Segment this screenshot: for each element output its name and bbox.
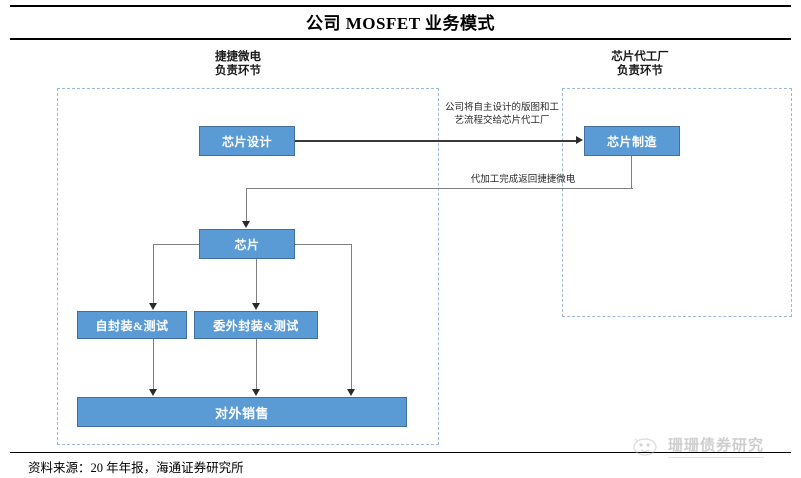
node-outsourced-package-test[interactable]: 委外封装&测试 [194,311,318,339]
arrowhead-chip-to-sales [347,389,355,396]
node-self-package-test[interactable]: 自封装&测试 [77,311,187,339]
column-caption-right-line2: 负责环节 [617,65,663,77]
connector-design-to-manufacture [295,140,577,142]
header-rule-top [10,5,791,7]
edge-label-design-to-manufacture: 公司将自主设计的版图和工艺流程交给芯片代工厂 [444,103,559,126]
arrowhead-chip-to-self [149,303,157,310]
node-external-sales[interactable]: 对外销售 [77,397,407,427]
page-title: 公司 MOSFET 业务模式 [306,14,495,33]
arrowhead-manufacture-to-chip [242,221,250,228]
connector-manufacture-to-chip-horizontal [246,188,633,190]
connector-manufacture-to-chip-vertical [246,188,248,223]
connector-outsourced-to-sales [256,339,258,392]
connector-manufacture-down [631,156,633,189]
column-caption-left-line2: 负责环节 [215,65,261,77]
connector-chip-to-self-horizontal [153,244,200,246]
connector-chip-to-outsourced [256,259,258,306]
connector-self-to-sales [153,339,155,392]
connector-chip-to-self-vertical [153,244,155,305]
swimlane-left [57,88,439,445]
edge-label-manufacture-to-chip: 代加工完成返回捷捷微电 [470,175,576,185]
arrowhead-self-to-sales [149,389,157,396]
source-note: 资料来源：20 年年报，海通证券研究所 [28,461,244,475]
watermark: 珊珊债券研究 [632,424,792,468]
swimlane-right [562,88,792,317]
column-caption-right: 芯片代工厂 负责环节 [580,50,700,78]
column-caption-left-line1: 捷捷微电 [215,51,261,63]
node-chip-manufacture[interactable]: 芯片制造 [584,126,680,156]
column-caption-left: 捷捷微电 负责环节 [178,50,298,78]
watermark-cloud-icon [632,433,662,459]
column-caption-right-line1: 芯片代工厂 [611,51,669,63]
watermark-text: 珊珊债券研究 [668,434,765,458]
header-rule-bottom [10,38,791,40]
arrowhead-chip-to-outsourced [252,303,260,310]
connector-chip-to-sales-horizontal [294,244,352,246]
arrowhead-design-to-manufacture [576,136,583,144]
node-chip-design[interactable]: 芯片设计 [199,126,295,156]
connector-chip-to-sales-vertical [351,244,353,392]
node-chip[interactable]: 芯片 [199,229,295,259]
footer-rule [10,452,791,454]
arrowhead-outsourced-to-sales [252,389,260,396]
